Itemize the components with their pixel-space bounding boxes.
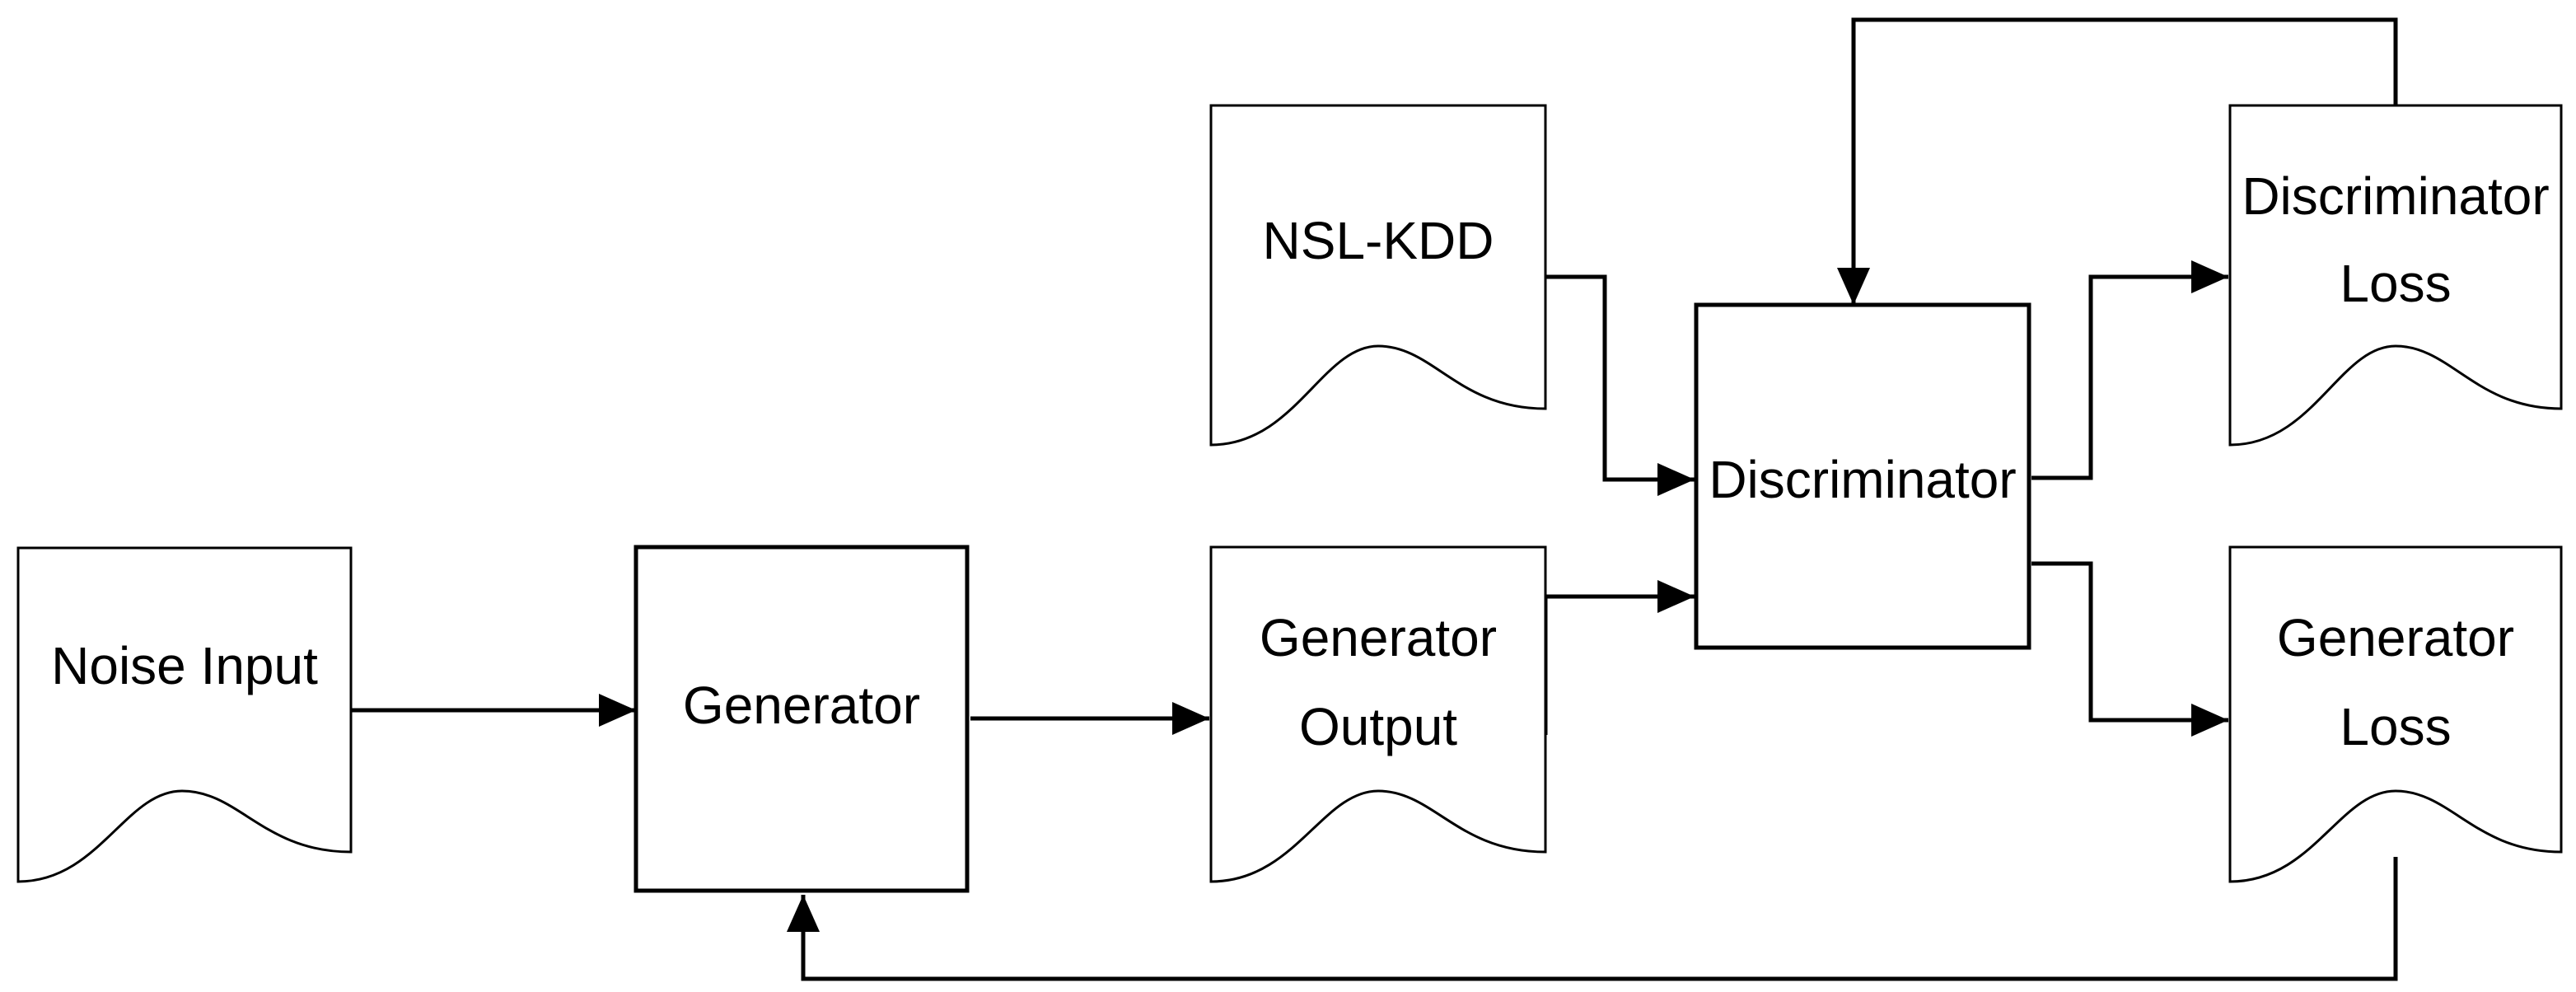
nsl-kdd-node: NSL-KDD — [1209, 104, 1547, 447]
discriminator-node: Discriminator — [1694, 302, 2031, 650]
edge-nslkdd-to-discriminator — [1545, 274, 1695, 496]
generator-output-label-line1: Generator — [1260, 608, 1497, 667]
discriminator-label: Discriminator — [1709, 450, 2016, 509]
edge-discriminator-to-gen-loss — [2031, 561, 2228, 737]
generator-output-label-line2: Output — [1299, 697, 1457, 756]
discriminator-loss-label-line2: Loss — [2340, 254, 2451, 313]
generator-node: Generator — [633, 545, 970, 893]
edge-gen-loss-feedback — [787, 857, 2398, 981]
edge-disc-loss-feedback — [1837, 17, 2398, 305]
generator-output-node: Generator Output — [1209, 545, 1547, 883]
generator-loss-label-line2: Loss — [2340, 697, 2451, 756]
noise-input-label: Noise Input — [51, 636, 318, 695]
discriminator-loss-label-line1: Discriminator — [2242, 166, 2549, 226]
generator-label: Generator — [683, 676, 920, 735]
noise-input-node: Noise Input — [16, 546, 353, 883]
generator-loss-label-line1: Generator — [2277, 608, 2514, 667]
generator-loss-node: Generator Loss — [2228, 545, 2563, 883]
edge-output-to-discriminator — [1543, 580, 1695, 735]
discriminator-loss-node: Discriminator Loss — [2228, 104, 2563, 447]
nsl-kdd-label: NSL-KDD — [1263, 211, 1494, 270]
edge-discriminator-to-disc-loss — [2031, 260, 2228, 480]
